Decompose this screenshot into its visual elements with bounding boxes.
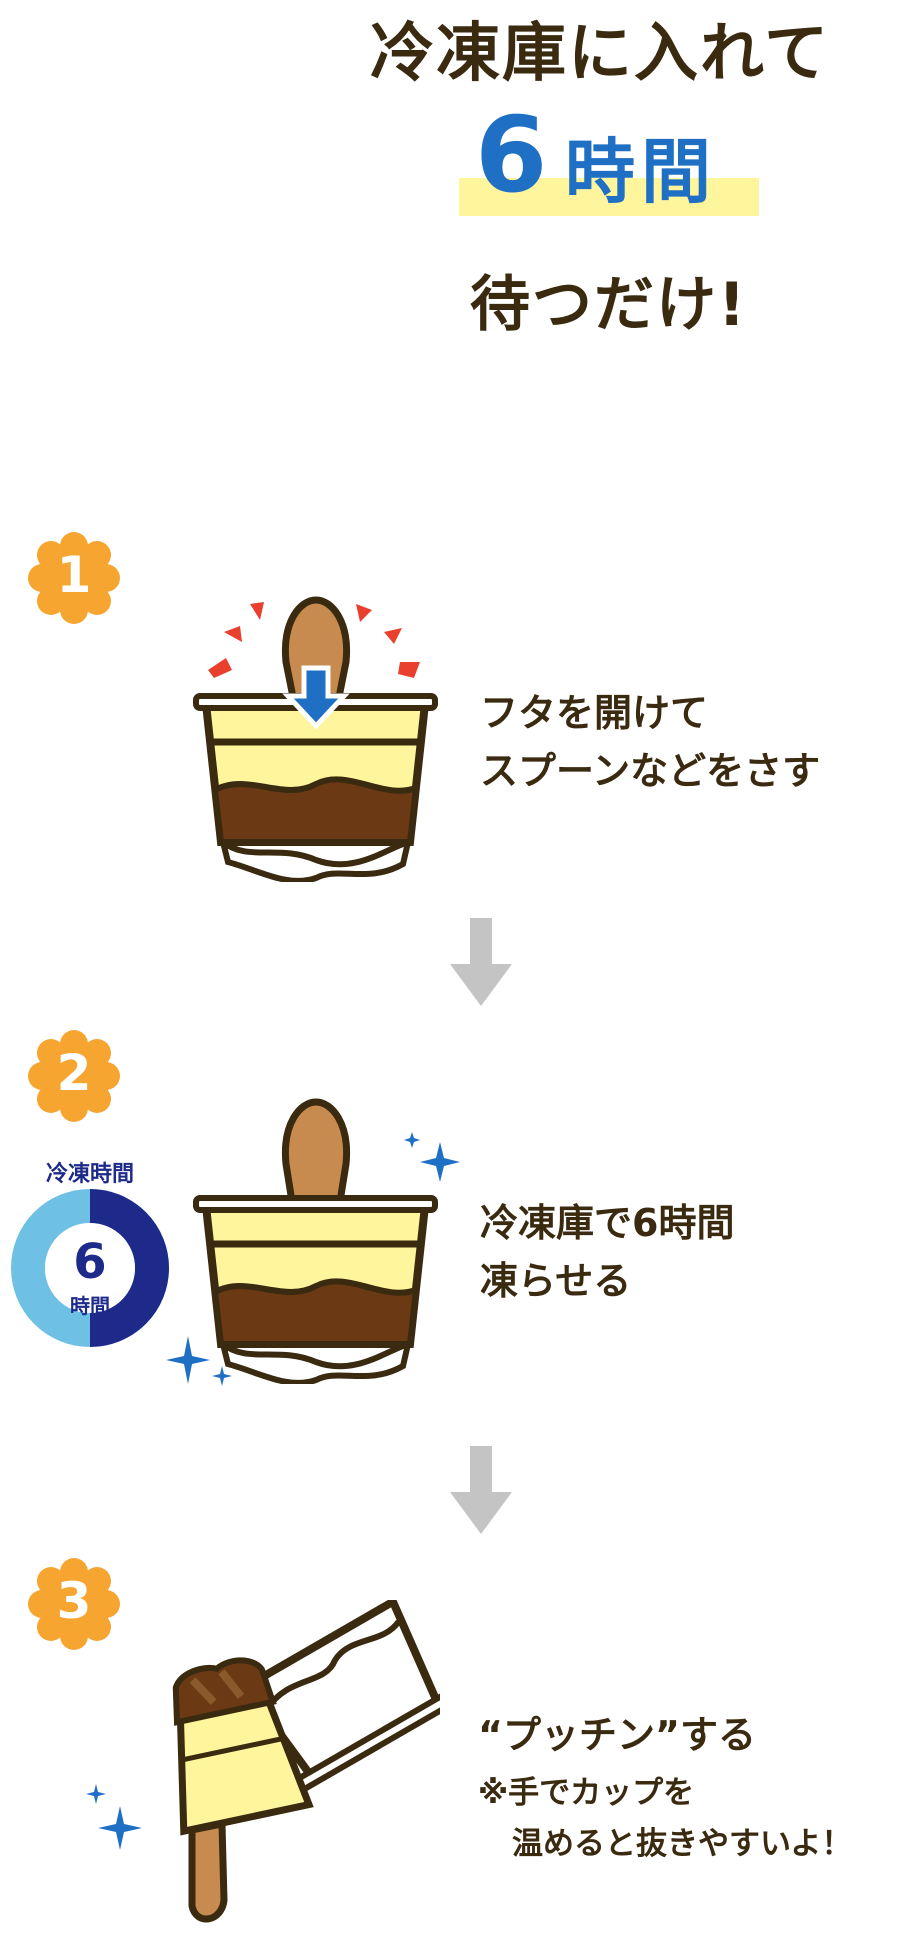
step-2-text: 冷凍庫で6時間 凍らせる <box>480 1194 900 1310</box>
step-1-line-1: フタを開けて <box>480 691 709 735</box>
step-1-line-2: スプーンなどをさす <box>480 749 821 793</box>
hours-number: 6 <box>475 94 548 216</box>
step-1-text: フタを開けて スプーンなどをさす <box>480 684 900 800</box>
flower-badge-icon <box>28 1030 120 1122</box>
down-arrow-icon <box>450 918 512 1006</box>
spoon-icon <box>281 1098 351 1218</box>
sparkle-icon <box>86 1784 142 1850</box>
timer-number: 6 <box>73 1234 107 1290</box>
pudding-cup-icon <box>172 1600 440 1923</box>
hours-word: 時間 <box>565 131 717 213</box>
step-3-number: 3 <box>56 1572 92 1630</box>
timer-ring-icon <box>11 1189 169 1347</box>
step-3-badge: 3 <box>28 1558 120 1650</box>
headline-line3: 待つだけ! <box>470 270 748 340</box>
step-3-note-line-1: ※手でカップを <box>478 1775 695 1811</box>
step-2-line-1: 冷凍庫で6時間 <box>480 1201 735 1245</box>
flower-badge-icon <box>28 1558 120 1650</box>
step-1-number: 1 <box>56 546 92 604</box>
highlight-marker <box>459 178 759 216</box>
step-1-badge: 1 <box>28 532 120 624</box>
sparkle-icon <box>404 1132 460 1182</box>
flower-badge-icon <box>28 532 120 624</box>
timer: 冷凍時間 6 時間 <box>4 1156 174 1356</box>
step-2-line-2: 凍らせる <box>480 1259 632 1303</box>
down-arrow-icon <box>450 1446 512 1534</box>
spoon-icon <box>281 596 351 706</box>
step-2-badge: 2 <box>28 1030 120 1122</box>
pudding-cup-icon <box>193 596 438 882</box>
timer-label: 冷凍時間 <box>45 1162 134 1187</box>
timer-unit: 時間 <box>70 1294 110 1318</box>
step-2-number: 2 <box>56 1044 92 1102</box>
step-3-note-line-2: 温めると抜きやすいよ！ <box>512 1826 853 1862</box>
headline-hours: 6 時間 <box>455 90 775 220</box>
headline-line1: 冷凍庫に入れて <box>370 17 831 91</box>
sparkle-icon <box>166 1336 232 1386</box>
down-arrow-icon <box>282 665 350 730</box>
step-3-note: ※手でカップを 温めると抜きやすいよ！ <box>478 1768 908 1870</box>
spoon-icon <box>188 1819 228 1923</box>
step-3-text: “プッチン”する <box>478 1713 756 1757</box>
pudding-cup-icon <box>193 1098 438 1384</box>
